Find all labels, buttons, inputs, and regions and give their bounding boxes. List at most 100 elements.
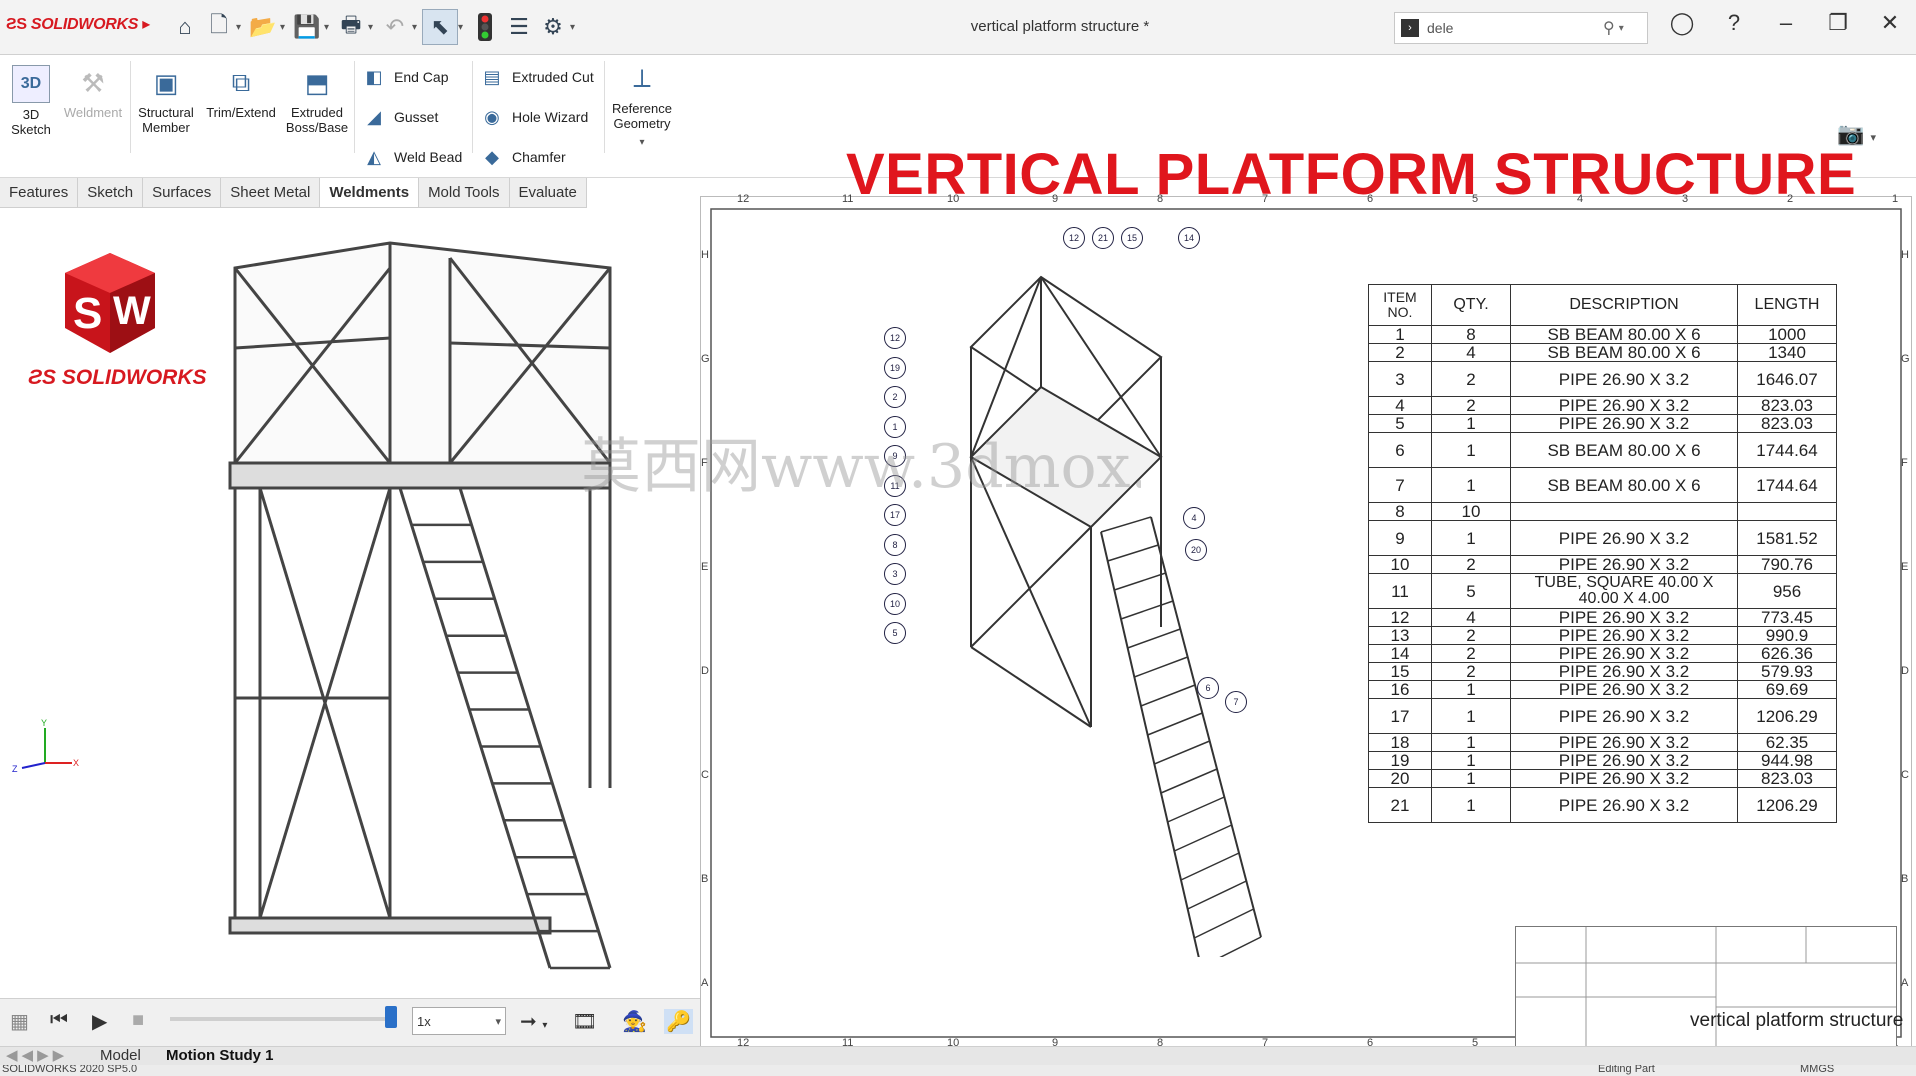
minimize-icon[interactable]: – [1779,10,1793,35]
bom-cell-qty: 2 [1431,644,1511,663]
tab-model[interactable]: Model [100,1047,141,1064]
options-dropdown-icon[interactable]: ▾ [570,21,576,33]
reference-geometry-dropdown-icon[interactable]: ▾ [639,137,645,148]
user-account-icon[interactable]: ◯ [1669,10,1695,35]
zone-number-top: 8 [1157,193,1164,205]
playback-speed-select[interactable]: 1x▾ [412,1007,506,1035]
structural-member-button[interactable]: ▣ Structural Member [134,65,198,136]
restore-icon[interactable]: ❐ [1828,10,1848,35]
close-icon[interactable]: ✕ [1880,10,1900,35]
iso-stair-rungs [1100,516,1262,957]
save-dropdown-icon[interactable]: ▾ [324,21,330,33]
tab-surfaces[interactable]: Surfaces [143,178,222,207]
item-balloon[interactable]: 19 [884,356,906,379]
item-balloon[interactable]: 12 [884,327,906,349]
hole-wizard-button[interactable]: ◉Hole Wizard [480,105,588,129]
tab-scroll-arrows[interactable]: ◀◀▶▶ [6,1047,69,1064]
camera-icon[interactable]: 📷 ▾ [1836,121,1876,146]
animation-wizard-icon[interactable]: 🧙 [622,1011,647,1033]
item-balloon[interactable]: 5 [884,622,906,644]
item-balloon[interactable]: 3 [884,563,906,585]
select-dropdown-icon[interactable]: ▾ [458,21,464,33]
print-icon[interactable]: 🖶 [340,12,362,37]
status-units[interactable]: MMGS [1800,1065,1835,1075]
home-icon[interactable]: ⌂ [178,14,192,39]
search-icon[interactable]: ⚲ [1603,20,1615,37]
tab-evaluate[interactable]: Evaluate [510,178,587,207]
tab-motion-study-1[interactable]: Motion Study 1 [166,1047,274,1064]
play-from-start-icon[interactable]: ⏮ [50,1009,68,1031]
reference-geometry-button[interactable]: ⟂ Reference Geometry ▾ [608,61,676,148]
gusset-button[interactable]: ◢Gusset [362,105,438,129]
item-balloon[interactable]: 8 [884,533,906,556]
bom-cell-desc: PIPE 26.90 X 3.2 [1510,626,1738,645]
zone-number-bottom: 8 [1157,1037,1164,1049]
bom-cell-qty: 8 [1431,325,1511,344]
trim-extend-button[interactable]: ⧉ Trim/Extend [206,67,276,120]
new-dropdown-icon[interactable]: ▾ [236,21,242,33]
item-balloon[interactable]: 9 [884,445,906,467]
item-balloon[interactable]: 15 [1121,227,1143,249]
tab-weldments[interactable]: Weldments [320,178,420,207]
solidworks-logo[interactable]: ƧS SOLIDWORKS ▸ [6,16,151,33]
command-search-icon[interactable]: › [1401,19,1419,37]
playback-slider-thumb[interactable] [385,1006,397,1028]
weld-bead-button[interactable]: ◭Weld Bead [362,145,462,169]
undo-dropdown-icon[interactable]: ▾ [412,21,418,33]
3d-sketch-button[interactable]: 3D 3D Sketch [10,65,52,137]
item-balloon[interactable]: 12 [1063,227,1085,249]
stop-icon[interactable]: ■ [132,1009,145,1031]
item-balloon[interactable]: 21 [1092,227,1114,249]
zone-number-bottom: 5 [1472,1037,1479,1049]
item-balloon[interactable]: 14 [1178,227,1200,249]
tab-sheet-metal[interactable]: Sheet Metal [221,178,321,207]
tab-sketch[interactable]: Sketch [78,178,144,207]
search-dropdown-icon[interactable]: ▾ [1618,22,1624,34]
bom-cell-item: 7 [1368,467,1432,503]
item-balloon[interactable]: 2 [884,386,906,408]
save-icon[interactable]: 💾 [293,14,321,39]
bom-cell-qty: 1 [1431,680,1511,699]
weldment-button[interactable]: ⚒ Weldment [60,65,126,121]
tab-mold-tools[interactable]: Mold Tools [419,178,510,207]
end-cap-button[interactable]: ◧End Cap [362,65,448,89]
undo-icon[interactable]: ↶ [385,14,405,39]
select-arrow-icon[interactable]: ⬉ [422,9,458,45]
play-icon[interactable]: ▶ [92,1011,108,1033]
bom-cell-qty: 1 [1431,751,1511,770]
open-dropdown-icon[interactable]: ▾ [280,21,286,33]
item-balloon[interactable]: 4 [1183,507,1205,529]
open-folder-icon[interactable]: 📂 [249,14,277,39]
item-balloon[interactable]: 17 [884,504,906,526]
item-balloon[interactable]: 11 [884,474,906,497]
extruded-cut-button[interactable]: ▤Extruded Cut [480,65,593,89]
save-animation-icon[interactable]: 🎞 [572,1011,598,1033]
item-balloon[interactable]: 20 [1185,539,1207,561]
help-icon[interactable]: ? [1727,10,1741,35]
bom-cell-item: 16 [1368,680,1432,699]
item-balloon[interactable]: 1 [884,415,906,438]
item-balloon[interactable]: 10 [884,592,906,615]
playback-slider-track[interactable] [170,1017,395,1021]
item-balloon[interactable]: 6 [1197,677,1219,699]
graphics-viewport[interactable]: S W ƧS SOLIDWORKS [0,208,700,998]
print-dropdown-icon[interactable]: ▾ [368,21,374,33]
options-gear-icon[interactable]: ⚙ [543,14,563,39]
rebuild-traffic-light-icon[interactable] [468,10,502,44]
playback-mode-arrow-icon[interactable]: ➞ ▾ [520,1011,548,1033]
item-balloon[interactable]: 7 [1225,691,1247,713]
file-properties-icon[interactable]: ☰ [509,14,529,39]
autokey-icon[interactable]: 🔑 [664,1009,693,1034]
extruded-boss-base-button[interactable]: ⬒ Extruded Boss/Base [284,65,350,136]
motion-calculate-icon[interactable]: ▦ [10,1011,29,1033]
chamfer-button[interactable]: ◆Chamfer [480,145,566,169]
tab-features[interactable]: Features [0,178,79,207]
iso-stair-rung [1180,852,1240,881]
bom-cell-item: 3 [1368,361,1432,397]
iso-stair-rung [1154,740,1210,765]
search-input[interactable] [1425,19,1599,37]
iso-stair-rung [1107,544,1159,562]
new-document-icon[interactable]: 🗋 [210,12,228,37]
search-box[interactable]: › ⚲ ▾ [1394,12,1648,44]
